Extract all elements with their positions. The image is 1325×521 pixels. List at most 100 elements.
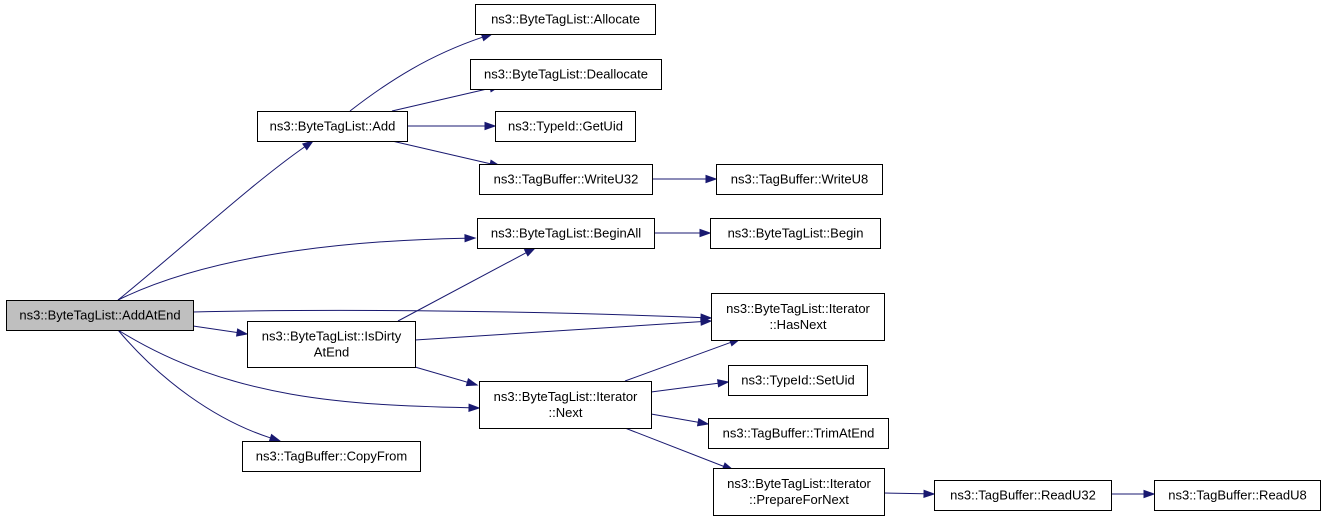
- edge-add-at-end-to-is-dirty-at-end: [192, 325, 249, 337]
- arrowhead: [468, 403, 481, 412]
- node-box: [495, 111, 636, 142]
- node-box: [470, 59, 662, 90]
- arrowhead: [700, 317, 713, 326]
- node-box: [934, 480, 1112, 511]
- node-label: ns3::ByteTagList::Iterator: [727, 476, 871, 491]
- node-write-u8[interactable]: ns3::TagBuffer::WriteU8: [716, 164, 883, 195]
- node-label: ns3::ByteTagList::Add: [270, 119, 396, 134]
- node-label: ns3::TagBuffer::WriteU8: [731, 172, 869, 187]
- node-label: ns3::ByteTagList::Iterator: [494, 389, 638, 404]
- arrowhead: [268, 433, 282, 442]
- edge-line: [650, 413, 699, 423]
- node-box: [6, 300, 194, 331]
- arrowhead: [923, 489, 936, 498]
- node-copy-from[interactable]: ns3::TagBuffer::CopyFrom: [242, 441, 421, 472]
- node-get-uid[interactable]: ns3::TypeId::GetUid: [495, 111, 636, 142]
- edge-add-to-allocate: [349, 33, 494, 112]
- edge-line: [414, 366, 468, 383]
- node-label: ns3::ByteTagList::Begin: [728, 226, 864, 241]
- node-deallocate[interactable]: ns3::ByteTagList::Deallocate: [470, 59, 662, 90]
- arrowhead: [235, 328, 249, 337]
- edge-iterator-next-to-set-uid: [650, 379, 730, 393]
- node-label: ns3::TagBuffer::CopyFrom: [256, 449, 408, 464]
- node-add[interactable]: ns3::ByteTagList::Add: [257, 111, 408, 142]
- node-label: ::Next: [549, 405, 583, 420]
- edge-read-u32-to-read-u8: [1111, 489, 1156, 499]
- edge-add-at-end-to-iterator-next: [117, 329, 481, 412]
- node-box: [728, 365, 868, 396]
- arrowhead: [696, 418, 710, 427]
- node-box: [710, 218, 881, 249]
- edge-line: [391, 140, 491, 165]
- edge-line: [192, 325, 238, 334]
- node-iterator-has-next[interactable]: ns3::ByteTagList::Iterator::HasNext: [711, 293, 885, 341]
- node-set-uid[interactable]: ns3::TypeId::SetUid: [728, 365, 868, 396]
- edge-add-at-end-to-iterator-has-next: [192, 309, 713, 322]
- node-box: [713, 468, 885, 516]
- node-box: [716, 164, 883, 195]
- node-box: [479, 381, 652, 429]
- arrowhead: [699, 228, 712, 238]
- node-box: [247, 321, 416, 368]
- edge-iterator-next-to-trim-at-end: [650, 413, 710, 427]
- edge-line: [117, 329, 470, 409]
- edge-line: [349, 36, 483, 112]
- edge-line: [650, 382, 719, 393]
- node-label: ::HasNext: [769, 317, 826, 332]
- edge-line: [624, 341, 731, 382]
- arrowhead: [705, 174, 718, 184]
- node-label: ns3::ByteTagList::Allocate: [491, 12, 640, 27]
- node-box: [479, 164, 653, 195]
- arrowhead: [484, 121, 497, 131]
- edge-is-dirty-at-end-to-iterator-has-next: [414, 317, 713, 341]
- node-begin-all[interactable]: ns3::ByteTagList::BeginAll: [477, 218, 655, 249]
- arrowhead: [1143, 489, 1156, 499]
- edge-prepare-for-next-to-read-u32: [883, 489, 936, 498]
- node-label: ns3::ByteTagList::Deallocate: [484, 67, 648, 82]
- node-label: ns3::TagBuffer::TrimAtEnd: [723, 426, 875, 441]
- node-read-u32[interactable]: ns3::TagBuffer::ReadU32: [934, 480, 1112, 511]
- edge-write-u32-to-write-u8: [652, 174, 718, 184]
- edge-line: [414, 321, 702, 341]
- edge-is-dirty-at-end-to-iterator-next: [414, 366, 479, 387]
- node-label: ns3::TagBuffer::ReadU32: [950, 488, 1096, 503]
- edge-line: [624, 427, 724, 467]
- node-label: ns3::TypeId::SetUid: [741, 373, 854, 388]
- edge-is-dirty-at-end-to-begin-all: [397, 247, 537, 322]
- node-box: [711, 293, 885, 341]
- edge-iterator-next-to-iterator-has-next: [624, 338, 742, 382]
- node-label: ns3::ByteTagList::BeginAll: [491, 226, 641, 241]
- edges-layer: [117, 33, 1156, 499]
- node-box: [708, 418, 889, 449]
- node-label: AtEnd: [314, 345, 349, 360]
- edge-line: [397, 252, 527, 322]
- edge-line: [192, 309, 702, 319]
- node-allocate[interactable]: ns3::ByteTagList::Allocate: [475, 4, 656, 35]
- edge-add-at-end-to-add: [117, 140, 315, 301]
- edge-line: [391, 87, 491, 112]
- node-box: [1154, 480, 1321, 511]
- node-iterator-next[interactable]: ns3::ByteTagList::Iterator::Next: [479, 381, 652, 429]
- node-read-u8[interactable]: ns3::TagBuffer::ReadU8: [1154, 480, 1321, 511]
- node-write-u32[interactable]: ns3::TagBuffer::WriteU32: [479, 164, 653, 195]
- node-prepare-for-next[interactable]: ns3::ByteTagList::Iterator::PrepareForNe…: [713, 468, 885, 516]
- node-box: [475, 4, 656, 35]
- edge-line: [117, 146, 306, 301]
- node-label: ns3::TagBuffer::WriteU32: [494, 172, 639, 187]
- edge-add-at-end-to-begin-all: [117, 233, 477, 301]
- node-add-at-end: ns3::ByteTagList::AddAtEnd: [6, 300, 194, 331]
- node-label: ::PrepareForNext: [749, 492, 849, 507]
- node-label: ns3::TagBuffer::ReadU8: [1168, 488, 1307, 503]
- arrowhead: [465, 378, 479, 387]
- edge-line: [117, 329, 271, 439]
- arrowhead: [301, 140, 315, 151]
- nodes-layer: ns3::ByteTagList::AddAtEndns3::ByteTagLi…: [6, 4, 1321, 516]
- node-begin[interactable]: ns3::ByteTagList::Begin: [710, 218, 881, 249]
- edge-add-to-get-uid: [407, 121, 497, 131]
- edge-add-to-write-u32: [391, 140, 502, 168]
- edge-begin-all-to-begin: [654, 228, 712, 238]
- node-trim-at-end[interactable]: ns3::TagBuffer::TrimAtEnd: [708, 418, 889, 449]
- edge-line: [883, 492, 925, 495]
